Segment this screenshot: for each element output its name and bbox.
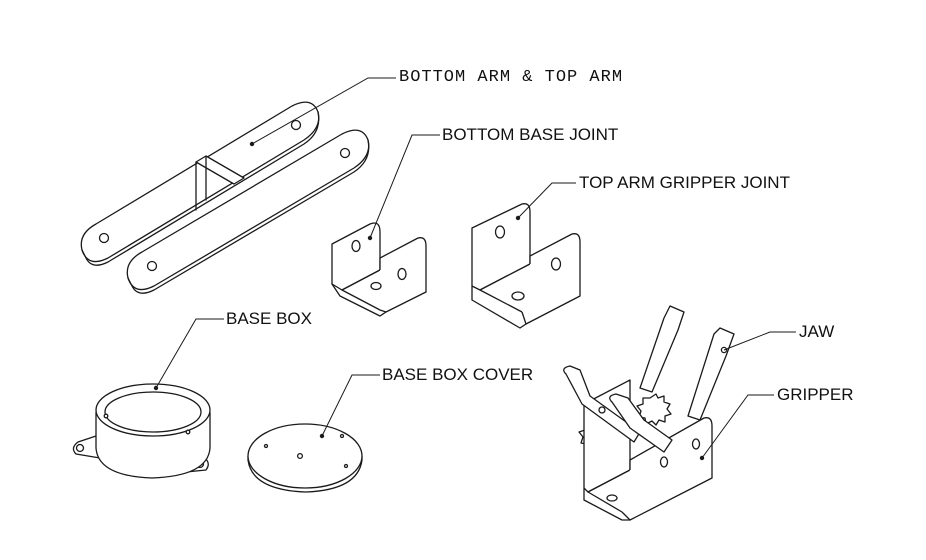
top-arm-bar	[80, 101, 320, 263]
label-jaw: JAW	[799, 322, 835, 341]
base-box-part	[72, 383, 211, 479]
arm-cross-brace	[195, 155, 245, 185]
label-base-box-cover: BASE BOX COVER	[382, 365, 534, 384]
bottom-base-joint-part	[331, 222, 427, 317]
front-jaw-left	[563, 365, 641, 443]
label-top-arm-gripper-joint: TOP ARM GRIPPER JOINT	[579, 173, 790, 192]
front-jaw-right	[609, 393, 673, 453]
label-base-box: BASE BOX	[226, 309, 312, 328]
leader-lines	[155, 77, 796, 459]
top-arm-gripper-joint-part	[471, 203, 581, 329]
label-bottom-base-joint: BOTTOM BASE JOINT	[442, 125, 619, 144]
arm-part	[80, 101, 370, 294]
rear-jaw-right	[687, 327, 735, 421]
gripper-part	[563, 305, 735, 521]
label-bottom-arm-top-arm: BOTTOM ARM & TOP ARM	[399, 68, 624, 87]
label-gripper: GRIPPER	[777, 385, 854, 404]
gear-rear	[636, 393, 672, 426]
bottom-arm-bar	[126, 129, 370, 291]
rear-jaw-left	[639, 305, 685, 393]
base-box-cover-part	[247, 423, 363, 493]
